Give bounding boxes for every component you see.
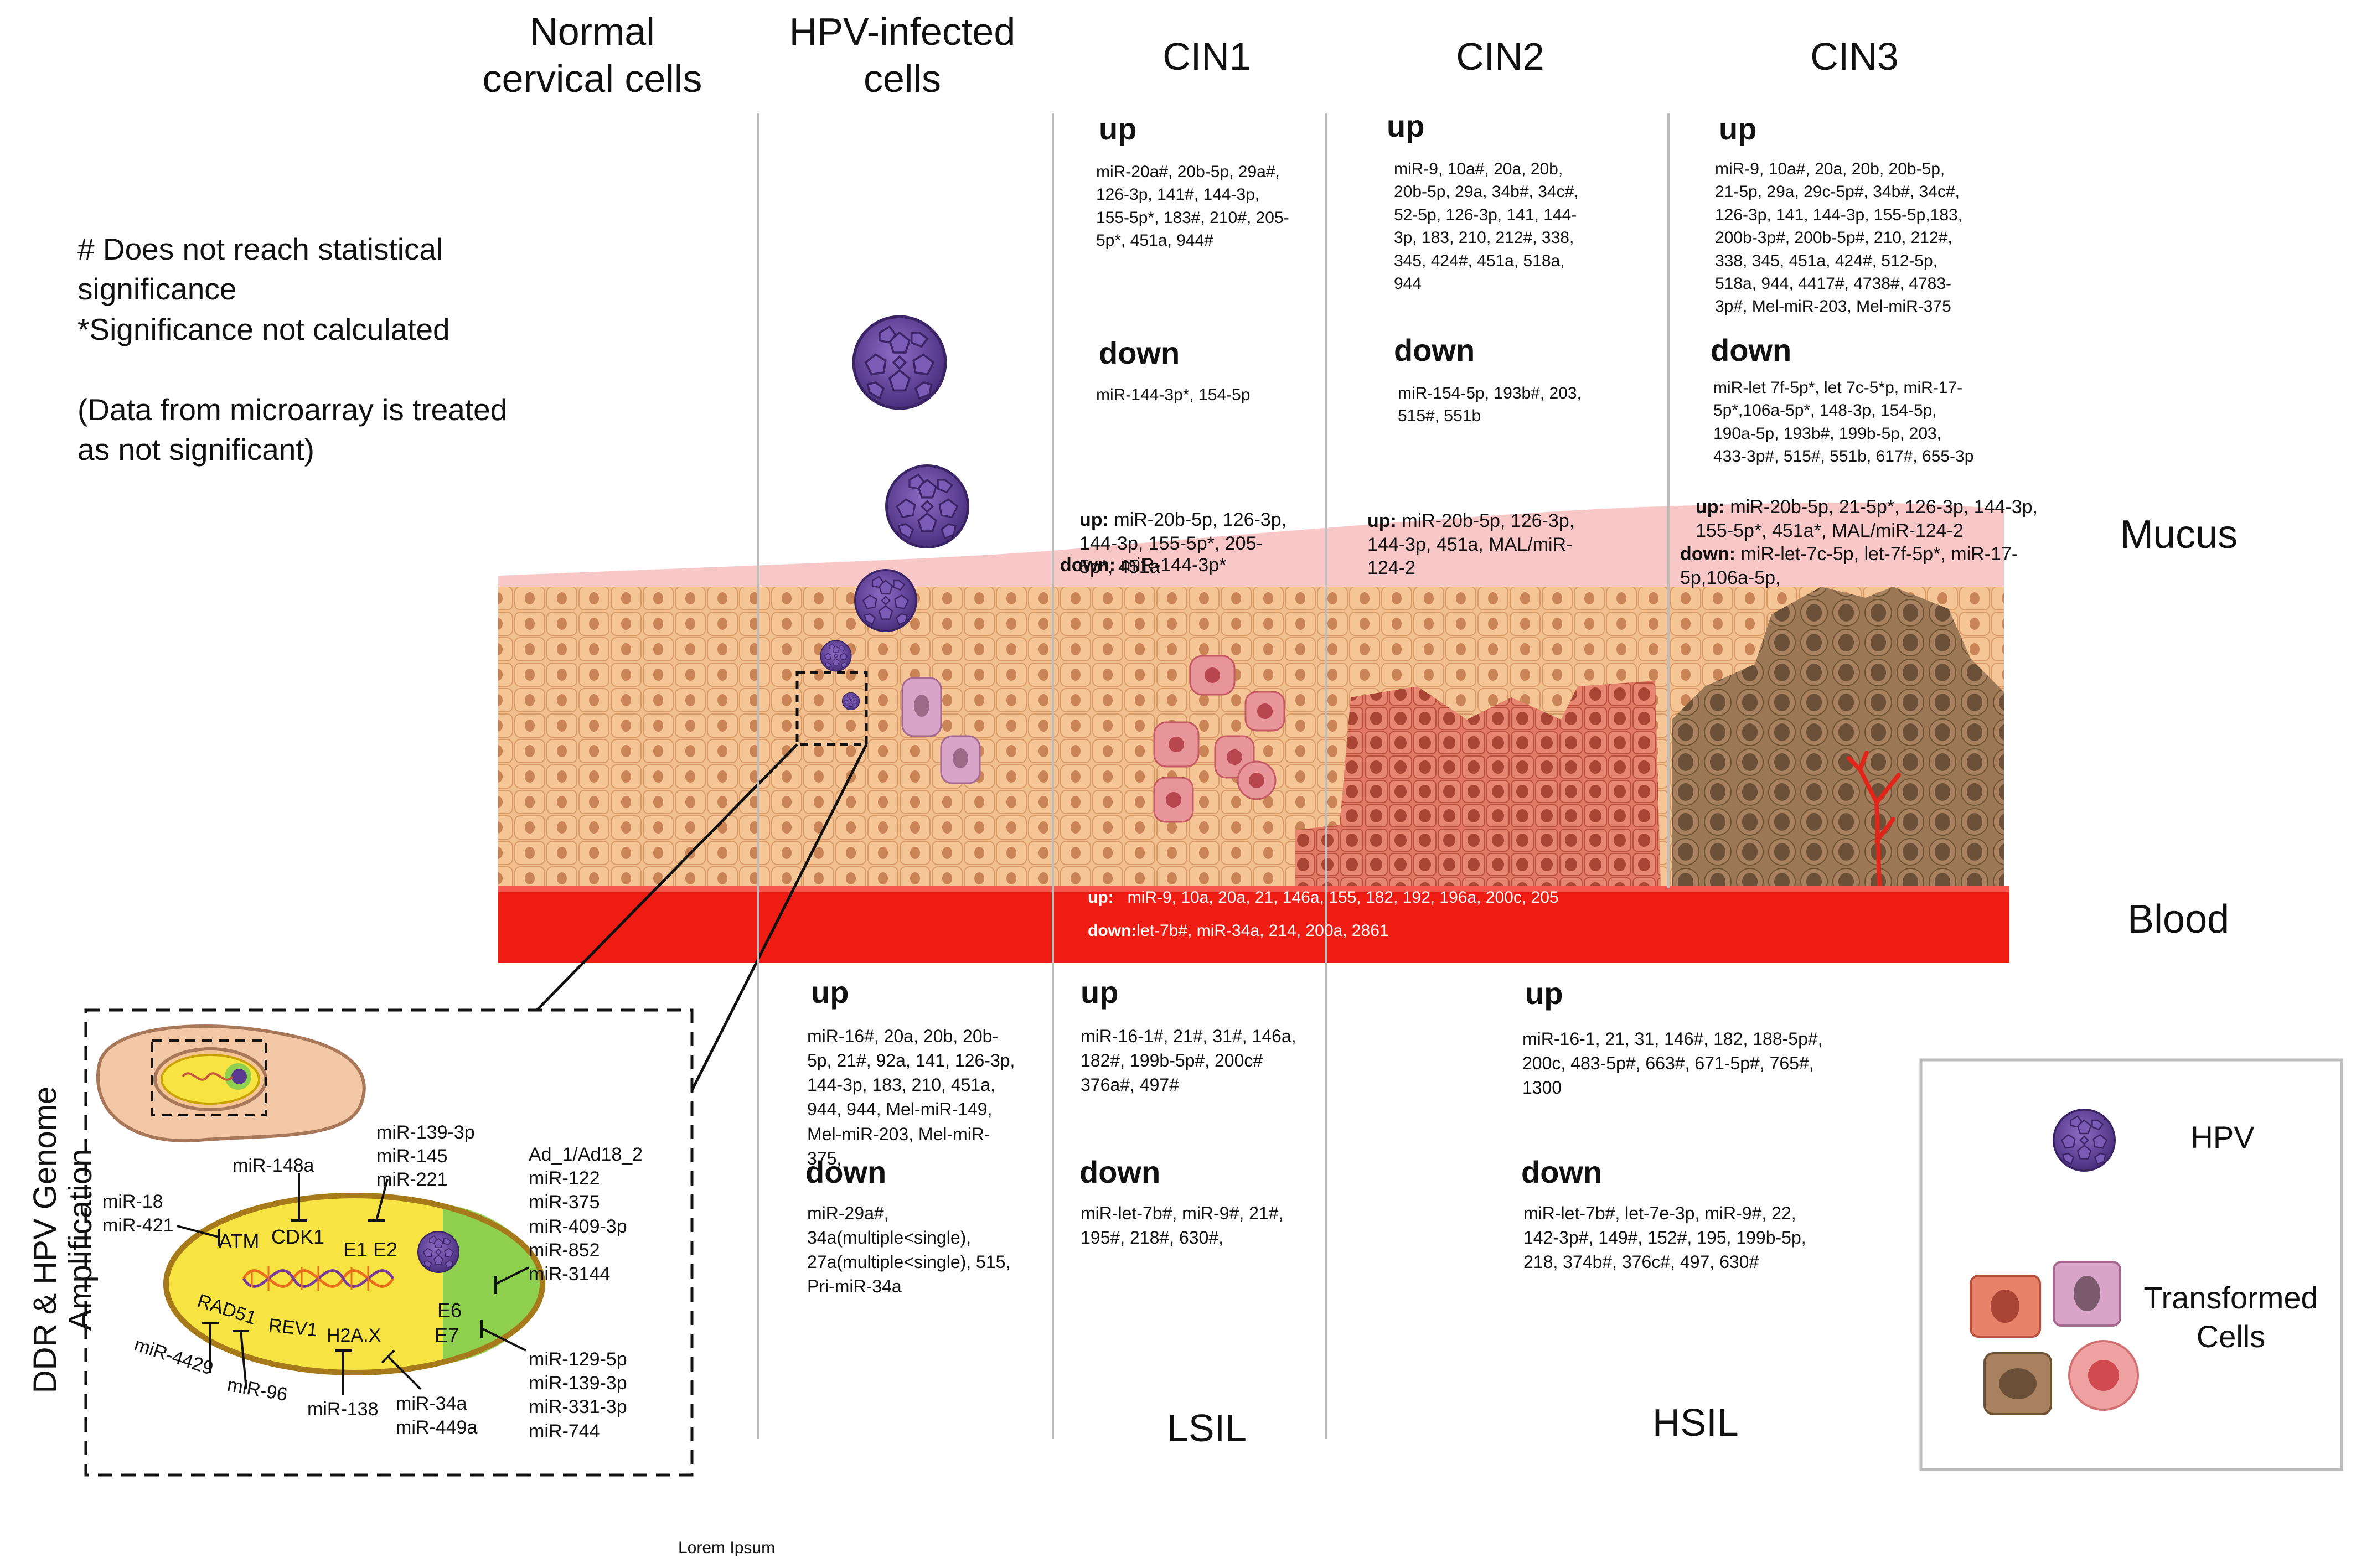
cin1-down-label: down	[1099, 335, 1180, 370]
legend-hpv-label: HPV	[2190, 1120, 2255, 1155]
hpv-tissue-down-label: down	[805, 1155, 887, 1189]
blood-vessel	[498, 886, 2009, 963]
label-rev1: REV1	[267, 1315, 319, 1341]
hpv-tissue-up-label: up	[811, 975, 849, 1010]
hpv-tissue-up-list: miR-16#, 20a, 20b, 20b- 5p, 21#, 92a, 14…	[807, 1026, 1015, 1168]
legend-transformed-label: Transformed Cells	[2143, 1280, 2318, 1354]
cin1-mucus-up: up: miR-20b-5p, 126-3p, 144-3p, 155-5p*,…	[1079, 509, 1287, 577]
hsil-up-label: up	[1525, 976, 1563, 1011]
divider-cin2-cin3	[1667, 113, 1670, 888]
blood-vessel-branch	[1847, 751, 1901, 888]
header-hpv-infected: HPV-infected cells	[789, 10, 1016, 101]
cin3-mucus-down: down: miR-let-7c-5p, let-7f-5p*, miR-17-…	[1680, 544, 2018, 588]
hsil-label: HSIL	[1652, 1401, 1739, 1444]
hsil-up-list: miR-16-1, 21, 31, 146#, 182, 188-5p#, 20…	[1522, 1029, 1823, 1098]
legend-hpv-icon	[2053, 1109, 2116, 1172]
hpv-virion-large	[854, 317, 946, 408]
cin2-down-list: miR-154-5p, 193b#, 203, 515#, 551b	[1398, 384, 1582, 426]
header-normal-cells: Normal cervical cells	[482, 10, 702, 101]
label-mir-e7-group: miR-129-5p miR-139-3p miR-331-3p miR-744	[529, 1349, 627, 1442]
label-cdk1: CDK1	[271, 1225, 325, 1248]
label-e7: E7	[435, 1324, 459, 1347]
note-microarray: (Data from microarray is treated as not …	[78, 392, 508, 467]
cin3-up-list: miR-9, 10a#, 20a, 20b, 20b-5p, 21-5p, 29…	[1715, 160, 1963, 316]
cin2-up-label: up	[1387, 108, 1425, 143]
inset-title: DDR & HPV Genome Amplification	[27, 1086, 99, 1394]
header-cin2: CIN2	[1456, 35, 1544, 78]
note-star: *Significance not calculated	[78, 312, 450, 346]
divider-cin1-cin2	[1325, 113, 1327, 1439]
hpv-virion-tiny	[820, 640, 852, 672]
note-hash: # Does not reach statistical significanc…	[78, 232, 443, 306]
legend-box	[1919, 1058, 2343, 1471]
inset-cell-thumbnail	[96, 1024, 366, 1143]
cin2-dysplasia	[1295, 681, 1661, 886]
callout-line-right	[690, 743, 868, 1091]
label-mir-148a: miR-148a	[232, 1155, 314, 1176]
dna-helix-icon	[242, 1266, 395, 1291]
divider-hpv-cin1	[1052, 113, 1054, 1439]
mucus-label: Mucus	[2120, 513, 2238, 557]
divider-normal-hpv	[757, 113, 760, 1439]
label-atm: ATM	[219, 1230, 260, 1253]
blood-label: Blood	[2127, 897, 2230, 941]
footer-text: Lorem Ipsum	[678, 1539, 776, 1557]
inhibition-lines	[177, 1173, 529, 1395]
legend-transformed-cells-icon	[1970, 1261, 2139, 1415]
label-mir-34a-449a: miR-34a miR-449a	[396, 1393, 478, 1438]
label-mir-138: miR-138	[307, 1399, 379, 1420]
label-mir-right-group: Ad_1/Ad18_2 miR-122 miR-375 miR-409-3p m…	[529, 1144, 643, 1285]
cin3-up-label: up	[1719, 111, 1757, 146]
cin2-down-label: down	[1394, 333, 1475, 368]
lsil-label: LSIL	[1167, 1406, 1247, 1450]
lsil-down-list: miR-let-7b#, miR-9#, 21#, 195#, 218#, 63…	[1081, 1203, 1284, 1248]
cin3-mucus-up: up: miR-20b-5p, 21-5p*, 126-3p, 144-3p, …	[1696, 496, 2038, 541]
lsil-up-label: up	[1081, 975, 1119, 1010]
inset-hpv-icon	[417, 1230, 459, 1274]
cin3-down-label: down	[1711, 333, 1792, 368]
callout-line-left	[533, 743, 798, 1014]
hpv-tissue-down-list: miR-29a#, 34a(multiple<single), 27a(mult…	[807, 1203, 1011, 1297]
label-mir-139-group: miR-139-3p miR-145 miR-221	[376, 1122, 475, 1190]
cin1-up-label: up	[1099, 111, 1137, 146]
hpv-virion-small	[854, 569, 917, 632]
label-mir-18-421: miR-18 miR-421	[102, 1191, 174, 1236]
cin1-up-list: miR-20a#, 20b-5p, 29a#, 126-3p, 141#, 14…	[1096, 163, 1289, 250]
lsil-up-list: miR-16-1#, 21#, 31#, 146a, 182#, 199b-5p…	[1081, 1026, 1296, 1095]
hsil-down-label: down	[1521, 1155, 1603, 1189]
hsil-down-list: miR-let-7b#, let-7e-3p, miR-9#, 22, 142-…	[1523, 1203, 1806, 1272]
cin1-mucus-down: down: miR-144-3p*	[1060, 555, 1227, 576]
label-e1e2: E1 E2	[343, 1238, 398, 1261]
cin2-mucus-up: up: miR-20b-5p, 126-3p, 144-3p, 451a, MA…	[1367, 510, 1575, 578]
label-e6: E6	[437, 1299, 462, 1322]
lsil-down-label: down	[1079, 1155, 1161, 1189]
hpv-virion-medium	[886, 465, 968, 547]
cin2-up-list: miR-9, 10a#, 20a, 20b, 20b-5p, 29a, 34b#…	[1394, 160, 1579, 293]
hpv-virion-intracellular	[841, 692, 860, 711]
zoom-box	[795, 671, 868, 746]
header-cin1: CIN1	[1162, 35, 1251, 78]
label-h2ax: H2A.X	[327, 1325, 381, 1346]
cin3-down-list: miR-let 7f-5p*, let 7c-5*p, miR-17- 5p*,…	[1713, 379, 1974, 466]
cin1-down-list: miR-144-3p*, 154-5p	[1096, 386, 1251, 404]
cin3-dysplasia	[1672, 587, 2004, 886]
blood-up-list: up: miR-9, 10a, 20a, 21, 146a, 155, 182,…	[1088, 888, 1559, 907]
header-cin3: CIN3	[1810, 35, 1899, 78]
blood-down-list: down:let-7b#, miR-34a, 214, 200a, 2861	[1088, 922, 1389, 940]
